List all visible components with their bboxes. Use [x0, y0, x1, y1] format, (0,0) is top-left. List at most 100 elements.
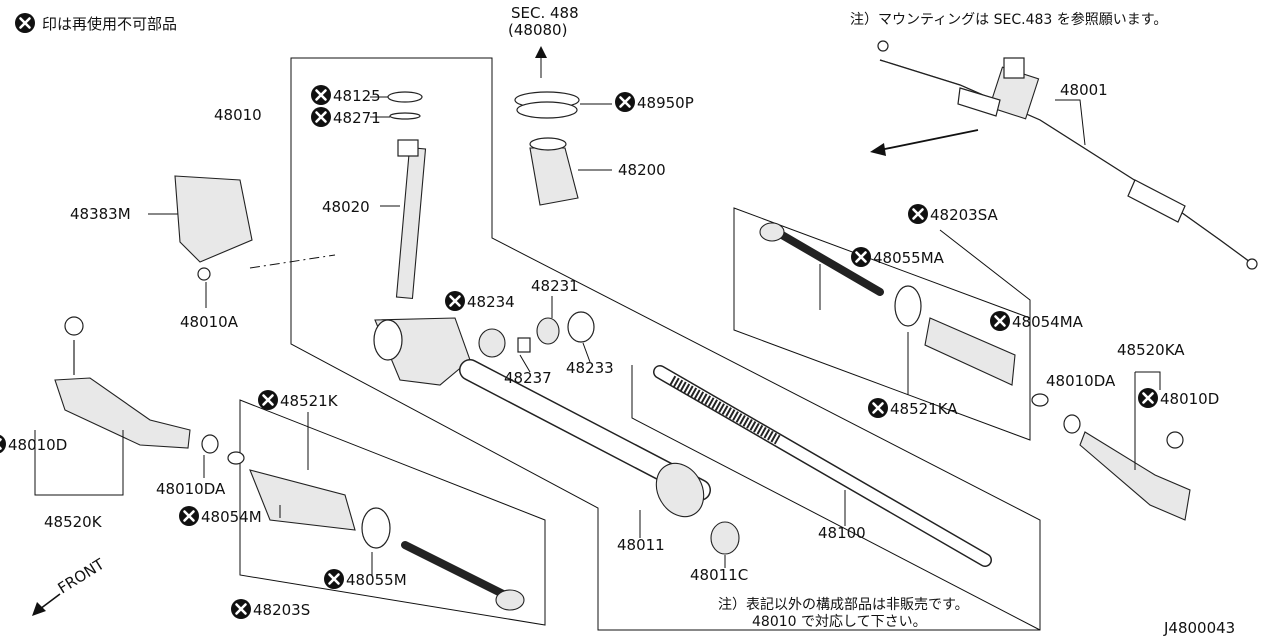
mounting-note: 注）マウンティングは SEC.483 を参照願います。: [850, 11, 1167, 28]
steering-gear-assy-48001: [877, 40, 1258, 270]
left-tie-rod-end-48520K: [34, 316, 245, 496]
part-label-48010DA_l: 48010DA: [156, 480, 226, 498]
inner-socket-48521K-rod: [401, 541, 509, 599]
part-number-text: 48055M: [346, 571, 407, 589]
nut-48010DA-right: [1063, 414, 1081, 434]
non-reusable-mark-icon: [322, 567, 346, 591]
part-number-text: 48055MA: [873, 249, 945, 267]
part-number-text: 48010DA: [1046, 372, 1116, 390]
inner-socket-48521KA-head: [759, 222, 785, 242]
part-number-text: 48383M: [70, 205, 131, 223]
boot-48054MA: [924, 317, 1016, 386]
locknut-48233: [567, 311, 595, 343]
part-label-48055MA: 48055MA: [849, 245, 945, 269]
part-number-text: 48234: [467, 293, 515, 311]
part-number-text: 48010: [214, 106, 262, 124]
pinion-shaft-body: [395, 146, 427, 300]
part-label-48055M: 48055M: [322, 567, 407, 591]
part-label-48010: 48010: [214, 106, 262, 124]
clip-48010DA-right: [1031, 393, 1049, 407]
part-label-48010D_l: 48010D: [0, 432, 67, 456]
assembly-outline-boxes: [239, 57, 1041, 631]
kit-48203S-box: [239, 399, 546, 626]
gear-assy-left-boot: [957, 87, 1001, 117]
part-number-text: 48271: [333, 109, 381, 127]
part-label-48203SA: 48203SA: [906, 202, 999, 226]
bushing-48011C: [710, 521, 740, 555]
footer-note-line2: 48010 で対応して下さい。: [752, 614, 927, 630]
part-number-text: 48237: [504, 369, 552, 387]
part-label-48950P: 48950P: [613, 90, 694, 114]
part-number-text: 48950P: [637, 94, 694, 112]
part-number-text: 48521KA: [890, 400, 958, 418]
part-label-48020: 48020: [322, 198, 370, 216]
bushing-48011: [655, 462, 705, 518]
part-label-48520KA: 48520KA: [1117, 341, 1185, 359]
part-label-48271: 48271: [309, 105, 381, 129]
top-cluster-parts: [370, 91, 612, 206]
part-label-48100: 48100: [818, 524, 866, 542]
rack-48100: [653, 365, 992, 567]
front-direction-arrow-shaft: [879, 129, 979, 151]
part-number-text: 48231: [531, 277, 579, 295]
part-label-48001: 48001: [1060, 81, 1108, 99]
boot-48200: [529, 147, 579, 206]
leader-48203SA: [939, 229, 1031, 318]
part-number-text: 48020: [322, 198, 370, 216]
part-number-text: 48203SA: [930, 206, 999, 224]
part-number-text: 48125: [333, 87, 381, 105]
part-label-48231: 48231: [531, 277, 579, 295]
part-label-48383M: 48383M: [70, 205, 131, 223]
plug-48231: [536, 317, 560, 345]
part-label-48054M: 48054M: [177, 504, 262, 528]
boot-48200-cap: [529, 137, 567, 151]
part-number-text: 48010A: [180, 313, 239, 331]
non-reusable-mark-icon: [13, 11, 37, 35]
inner-socket-48521KA-rod: [766, 224, 884, 296]
tie-rod-end-left-body: [54, 377, 191, 449]
right-inner-socket-kit: [759, 222, 1049, 407]
clip-48010DA-left: [227, 451, 245, 465]
non-reusable-mark-icon: [1136, 386, 1160, 410]
part-number-text: 48054MA: [1012, 313, 1084, 331]
part-number-text: 48011C: [690, 566, 748, 584]
pinion-shaft-48020: [380, 139, 427, 300]
non-reusable-mark-icon: [229, 597, 253, 621]
part-number-text: 48010DA: [156, 480, 226, 498]
part-number-text: 48521K: [280, 392, 339, 410]
gear-housing-port: [373, 319, 403, 361]
part-label-48200: 48200: [618, 161, 666, 179]
front-indicator: FRONT: [32, 555, 108, 616]
legend: 印は再使用不可部品: [13, 11, 177, 35]
right-tie-rod-end-48520KA: [1063, 371, 1191, 521]
part-number-text: 48520KA: [1117, 341, 1185, 359]
nut-48010D-right: [1166, 431, 1184, 449]
sec-ref-line1: SEC. 488: [511, 4, 579, 22]
bolt-48010A: [197, 267, 211, 281]
clamp-48055M: [361, 507, 391, 549]
non-reusable-mark-icon: [443, 289, 467, 313]
non-reusable-mark-icon: [613, 90, 637, 114]
pinion-shaft-spring: [397, 139, 419, 157]
part-number-text: 48001: [1060, 81, 1108, 99]
part-number-text: 48520K: [44, 513, 103, 531]
bracket-dash-link: [249, 254, 336, 269]
left-inner-socket-kit: [249, 412, 525, 611]
gear-assy-right-boot: [1127, 179, 1186, 223]
part-number-text: 48010D: [1160, 390, 1219, 408]
non-reusable-mark-icon: [906, 202, 930, 226]
front-arrow-head-icon: [32, 602, 46, 616]
leader-48001: [1055, 99, 1086, 146]
insulator-48950P-bottom: [516, 101, 578, 119]
part-number-text: 48010D: [8, 436, 67, 454]
front-label: FRONT: [55, 555, 109, 598]
boot-48054M: [249, 469, 356, 531]
part-label-48520K: 48520K: [44, 513, 103, 531]
non-reusable-mark-icon: [177, 504, 201, 528]
part-label-48010A: 48010A: [180, 313, 239, 331]
part-label-48203S: 48203S: [229, 597, 310, 621]
footer-note-line1: 注）表記以外の構成部品は非販売です。: [718, 596, 969, 613]
part-label-48234: 48234: [443, 289, 515, 313]
bracket-plate: [174, 175, 253, 263]
